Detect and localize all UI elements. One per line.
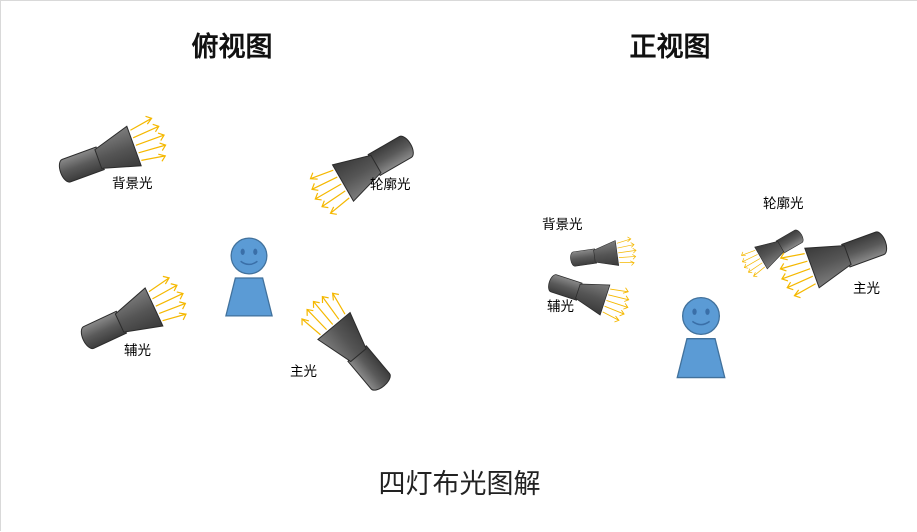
top-view-back-light-label: 背景光 [112, 176, 153, 192]
top-view-key-light-label: 主光 [290, 364, 317, 380]
top-view-title: 俯视图 [191, 32, 273, 63]
top-view-rim-light-lamp [302, 125, 422, 221]
diagram-caption: 四灯布光图解 [378, 469, 541, 500]
top-view-rim-light-label: 轮廓光 [370, 177, 411, 193]
front-view-back-light-label: 背景光 [542, 217, 583, 233]
front-view-rim-light-lamp [736, 223, 809, 281]
front-view-back-light-lamp [568, 235, 639, 273]
top-view-person [225, 237, 273, 317]
front-view-title: 正视图 [629, 32, 711, 63]
front-view-rim-light-label: 轮廓光 [763, 196, 804, 212]
top-view-key-light-lamp [294, 285, 401, 400]
front-view-person [676, 296, 726, 379]
top-view-fill-light-label: 辅光 [124, 343, 151, 359]
front-view-fill-light-label: 辅光 [547, 299, 574, 315]
front-view-key-light-label: 主光 [853, 281, 880, 297]
